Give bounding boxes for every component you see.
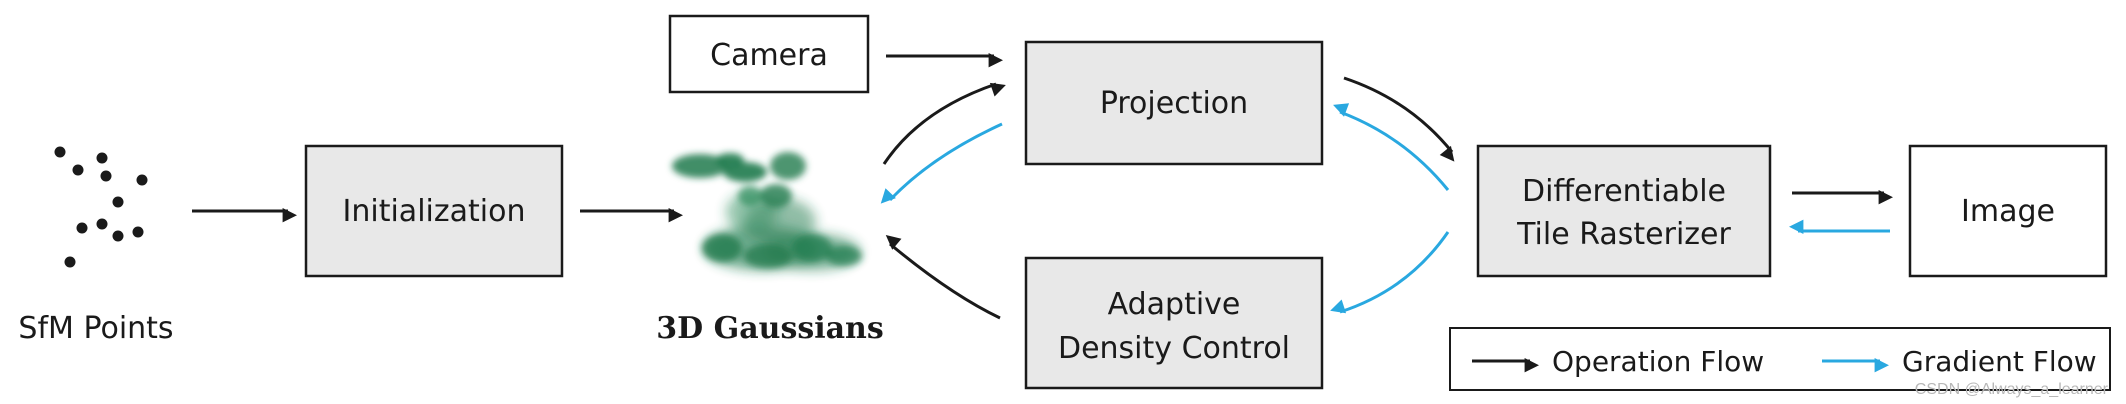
- sfm-point: [96, 218, 108, 230]
- initialization-node: Initialization: [304, 144, 564, 278]
- rasterizer-label-line1: Differentiable: [1522, 174, 1726, 209]
- sfm-point: [112, 230, 124, 242]
- rasterizer-label-line2: Tile Rasterizer: [1516, 217, 1731, 252]
- initialization-label: Initialization: [343, 194, 526, 229]
- projection-node: Projection: [1024, 40, 1324, 166]
- gaussians-label: 3D Gaussians: [656, 311, 884, 346]
- gradient-projection-to-gaussians: [880, 122, 1003, 204]
- sfm-points-cloud: [54, 146, 148, 268]
- initialization-box: [304, 144, 564, 278]
- camera-node: Camera: [668, 14, 870, 94]
- sfm-point: [54, 146, 66, 158]
- sfm-point: [136, 174, 148, 186]
- watermark: CSDN @Always_a_learner: [1915, 381, 2109, 398]
- adaptive-density-box: [1024, 256, 1324, 390]
- sfm-point: [100, 170, 112, 182]
- legend: Operation Flow Gradient Flow: [1449, 327, 2111, 391]
- camera-box: [668, 14, 870, 94]
- gradient-rasterizer-to-adaptive: [1330, 231, 1450, 314]
- legend-box: [1449, 327, 2111, 391]
- sfm-point: [76, 222, 88, 234]
- legend-gradient-label: Gradient Flow: [1902, 345, 2097, 378]
- sfm-point: [96, 152, 108, 164]
- sfm-point: [132, 226, 144, 238]
- legend-operation-label: Operation Flow: [1552, 345, 1764, 378]
- sfm-point: [64, 256, 76, 268]
- adaptive-density-label-line2: Density Control: [1058, 331, 1290, 366]
- rasterizer-box: [1476, 144, 1772, 278]
- sfm-point: [112, 196, 124, 208]
- gradient-rasterizer-to-projection: [1333, 103, 1450, 191]
- adaptive-density-node: Adaptive Density Control: [1024, 256, 1324, 390]
- camera-label: Camera: [710, 38, 828, 73]
- arrow-projection-to-rasterizer: [1343, 76, 1455, 162]
- projection-label: Projection: [1100, 86, 1248, 121]
- projection-box: [1024, 40, 1324, 166]
- image-box: [1908, 144, 2108, 278]
- gaussians-illustration: [672, 152, 862, 270]
- arrow-adaptive-to-gaussians: [885, 235, 1001, 320]
- rasterizer-node: Differentiable Tile Rasterizer: [1476, 144, 1772, 278]
- sfm-point: [72, 164, 84, 176]
- adaptive-density-label-line1: Adaptive: [1108, 287, 1241, 322]
- sfm-points-label: SfM Points: [18, 311, 173, 346]
- arrow-gaussians-to-projection: [882, 82, 1006, 165]
- image-label: Image: [1961, 194, 2055, 229]
- image-node: Image: [1908, 144, 2108, 278]
